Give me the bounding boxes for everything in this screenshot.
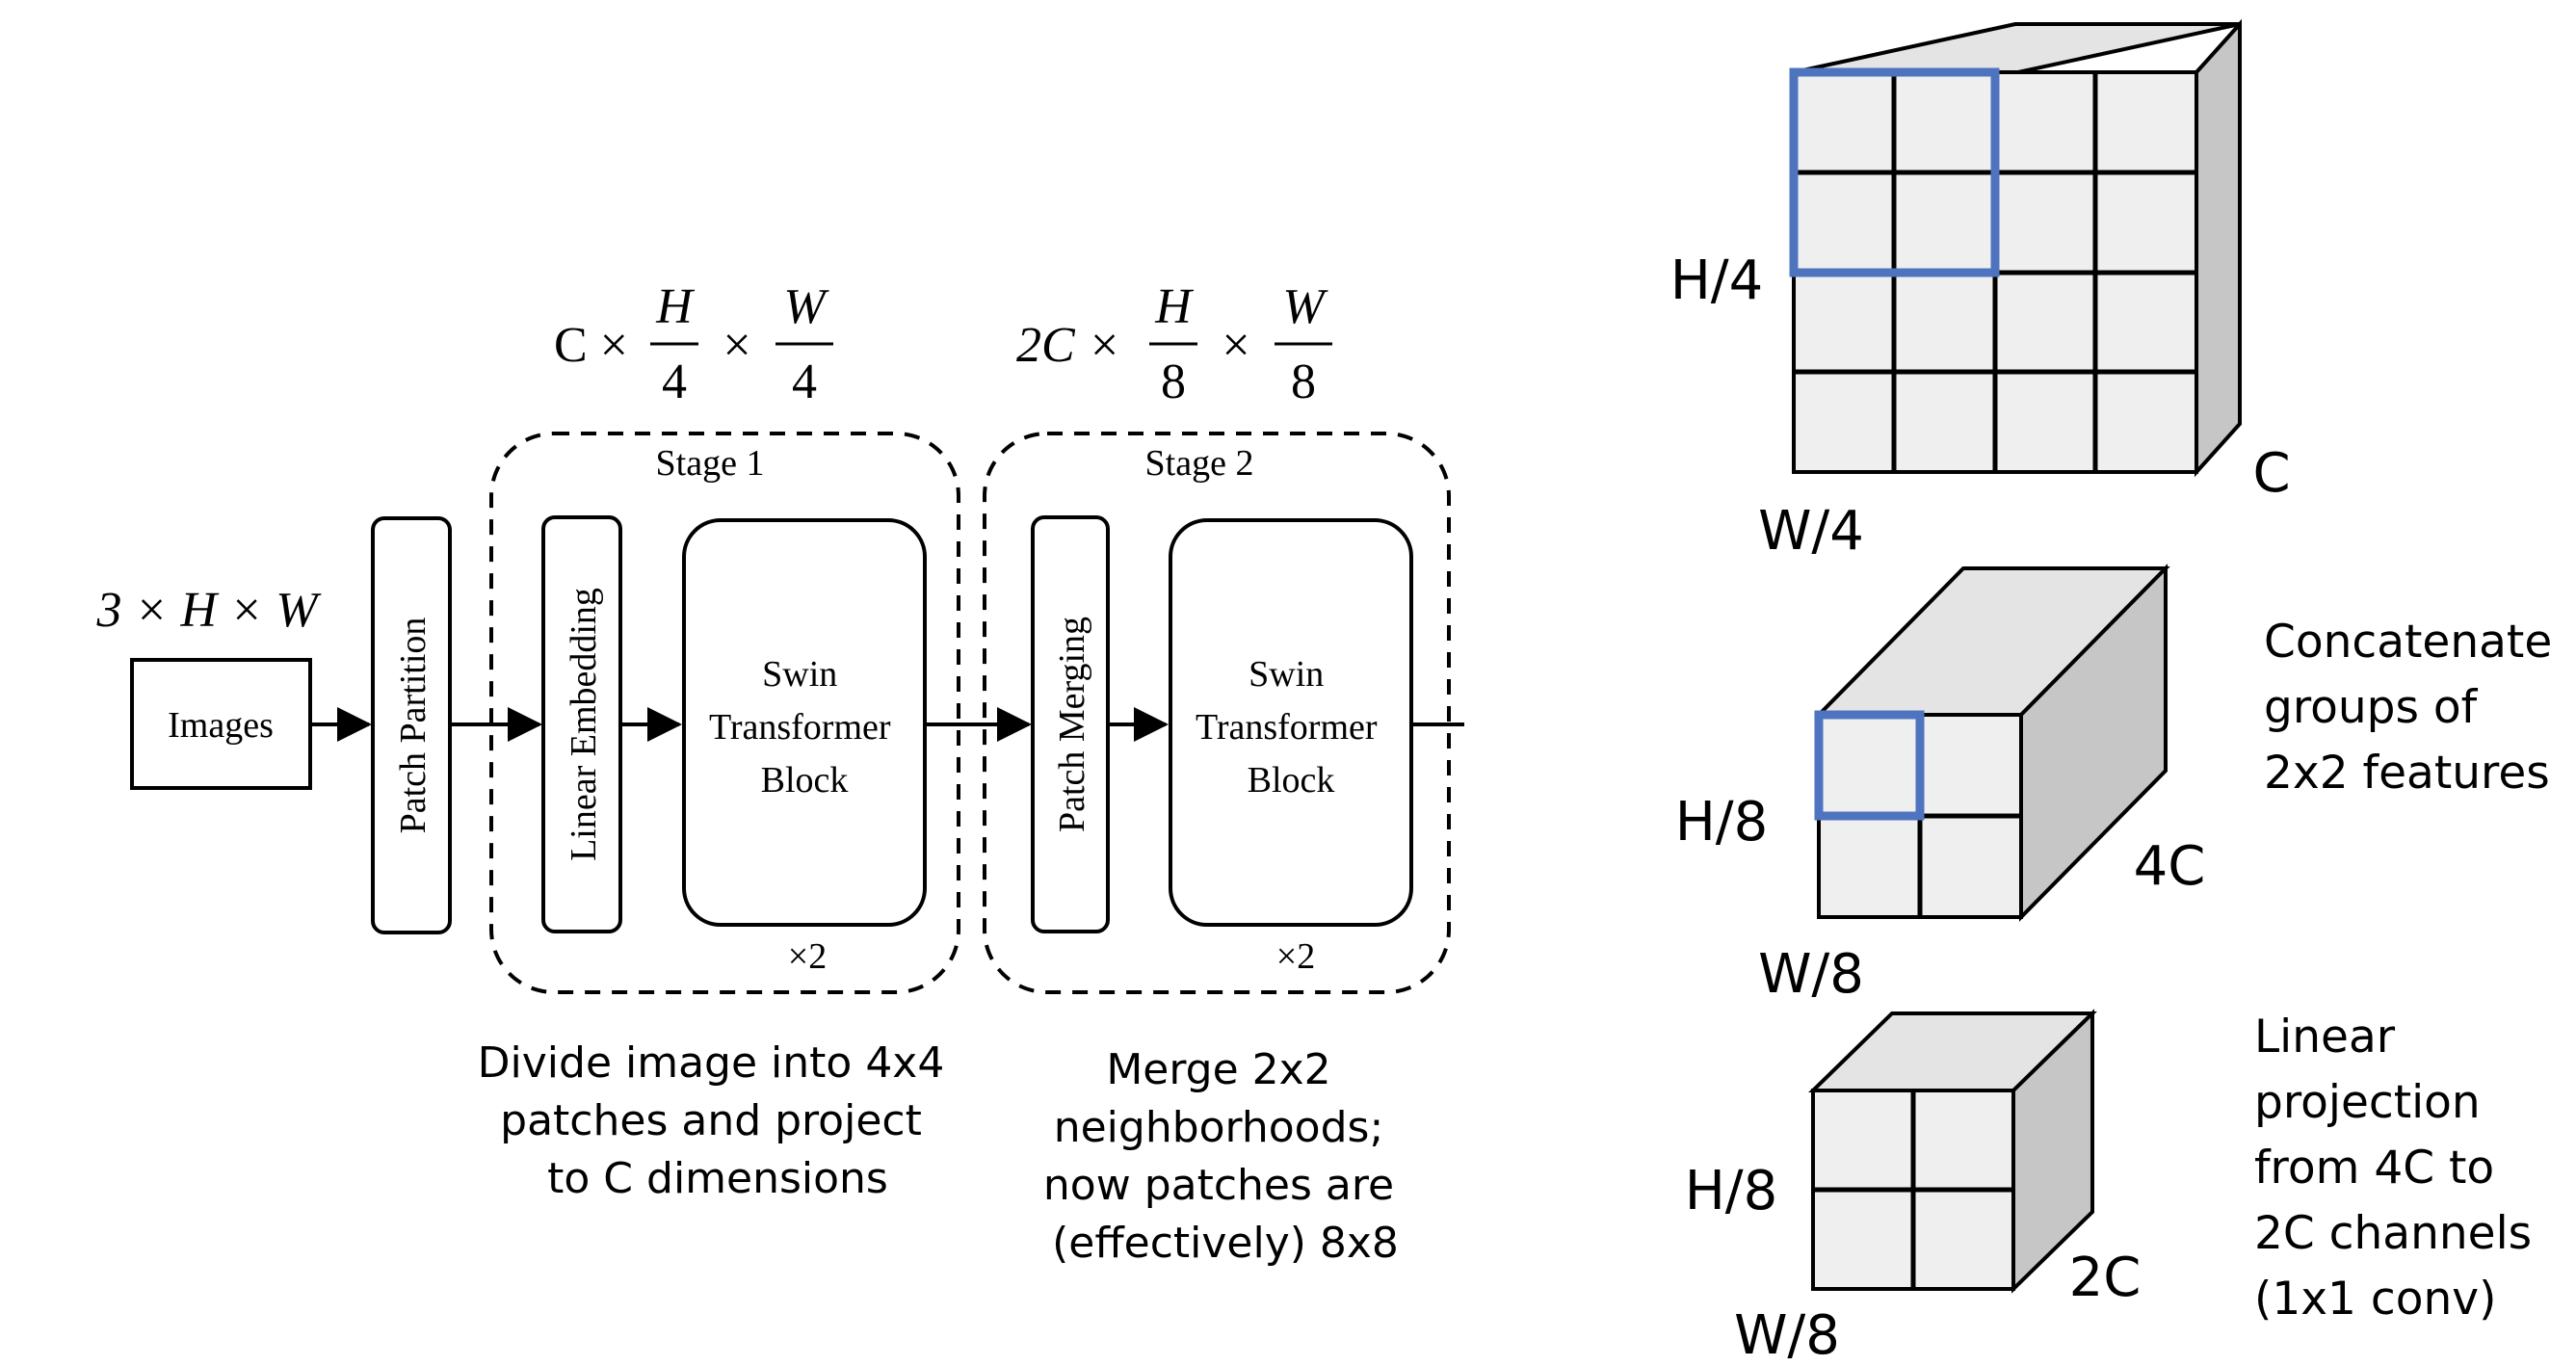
svg-text:H: H	[655, 279, 695, 334]
stage1-title: Stage 1	[656, 443, 765, 484]
cube-2-height-label: H/8	[1675, 791, 1769, 854]
cube-2: H/8 W/8 4C Concatenate groups of 2x2 fea…	[1675, 564, 2566, 1006]
images-label: Images	[168, 705, 274, 746]
svg-text:4: 4	[662, 355, 687, 409]
svg-text:8: 8	[1161, 355, 1186, 409]
input-dims-label: 3 × H × W	[95, 583, 322, 638]
stage1-caption: Divide image into 4x4 patches and projec…	[478, 1038, 959, 1203]
cube-1-height-label: H/4	[1670, 250, 1764, 312]
cube-3-depth-label: 2C	[2069, 1247, 2142, 1309]
feature-map-diagram: H/4 W/4 C H/8 W/8 4C Concatenate groups …	[1670, 18, 2566, 1366]
svg-text:×: ×	[1222, 318, 1249, 373]
svg-text:W: W	[1282, 279, 1328, 334]
svg-text:C ×: C ×	[554, 318, 628, 373]
svg-text:W: W	[783, 279, 829, 334]
cube-1-side	[2195, 18, 2242, 478]
svg-text:H: H	[1154, 279, 1194, 334]
patch-partition-label: Patch Partition	[393, 617, 434, 834]
stage2-title: Stage 2	[1145, 443, 1254, 484]
cube-1-top	[1793, 22, 2241, 74]
cube-1-highlight	[1789, 67, 2000, 277]
svg-text:8: 8	[1291, 355, 1316, 409]
svg-text:4: 4	[792, 355, 817, 409]
cube-2-width-label: W/8	[1758, 943, 1864, 1006]
cube-3-note: Linear projection from 4C to 2C channels…	[2254, 1011, 2546, 1326]
linear-embedding-label: Linear Embedding	[564, 588, 604, 861]
cube-1-depth-label: C	[2252, 442, 2290, 505]
patch-merging-label: Patch Merging	[1052, 617, 1092, 832]
stage2-caption: Merge 2x2 neighborhoods; now patches are…	[1043, 1045, 1407, 1268]
stage1-repeat-label: ×2	[788, 936, 827, 977]
cube-2-note: Concatenate groups of 2x2 features	[2264, 616, 2566, 800]
cube-2-highlight	[1814, 710, 1925, 821]
svg-text:2C ×: 2C ×	[1016, 318, 1121, 373]
stage2-container	[983, 432, 1451, 994]
stage1-dims: C × H 4 × W 4	[554, 279, 833, 409]
cube-3-height-label: H/8	[1685, 1160, 1778, 1222]
pipeline-diagram: 3 × H × W Images Patch Partition Stage 1…	[95, 279, 1464, 1268]
cube-1: H/4 W/4 C	[1670, 18, 2291, 563]
cube-2-depth-label: 4C	[2134, 835, 2206, 898]
stage2-repeat-label: ×2	[1276, 936, 1315, 977]
images-box	[130, 658, 312, 790]
stage1-container	[489, 432, 960, 994]
stage2-dims: 2C × H 8 × W 8	[1016, 279, 1332, 409]
svg-text:×: ×	[723, 318, 750, 373]
cube-3: H/8 W/8 2C Linear projection from 4C to …	[1685, 1009, 2546, 1366]
cube-1-width-label: W/4	[1758, 500, 1864, 563]
swin-block-1-label: Swin Transformer Block	[709, 654, 900, 801]
cube-3-width-label: W/8	[1734, 1304, 1840, 1366]
swin-block-2-label: Swin Transformer Block	[1196, 654, 1386, 801]
